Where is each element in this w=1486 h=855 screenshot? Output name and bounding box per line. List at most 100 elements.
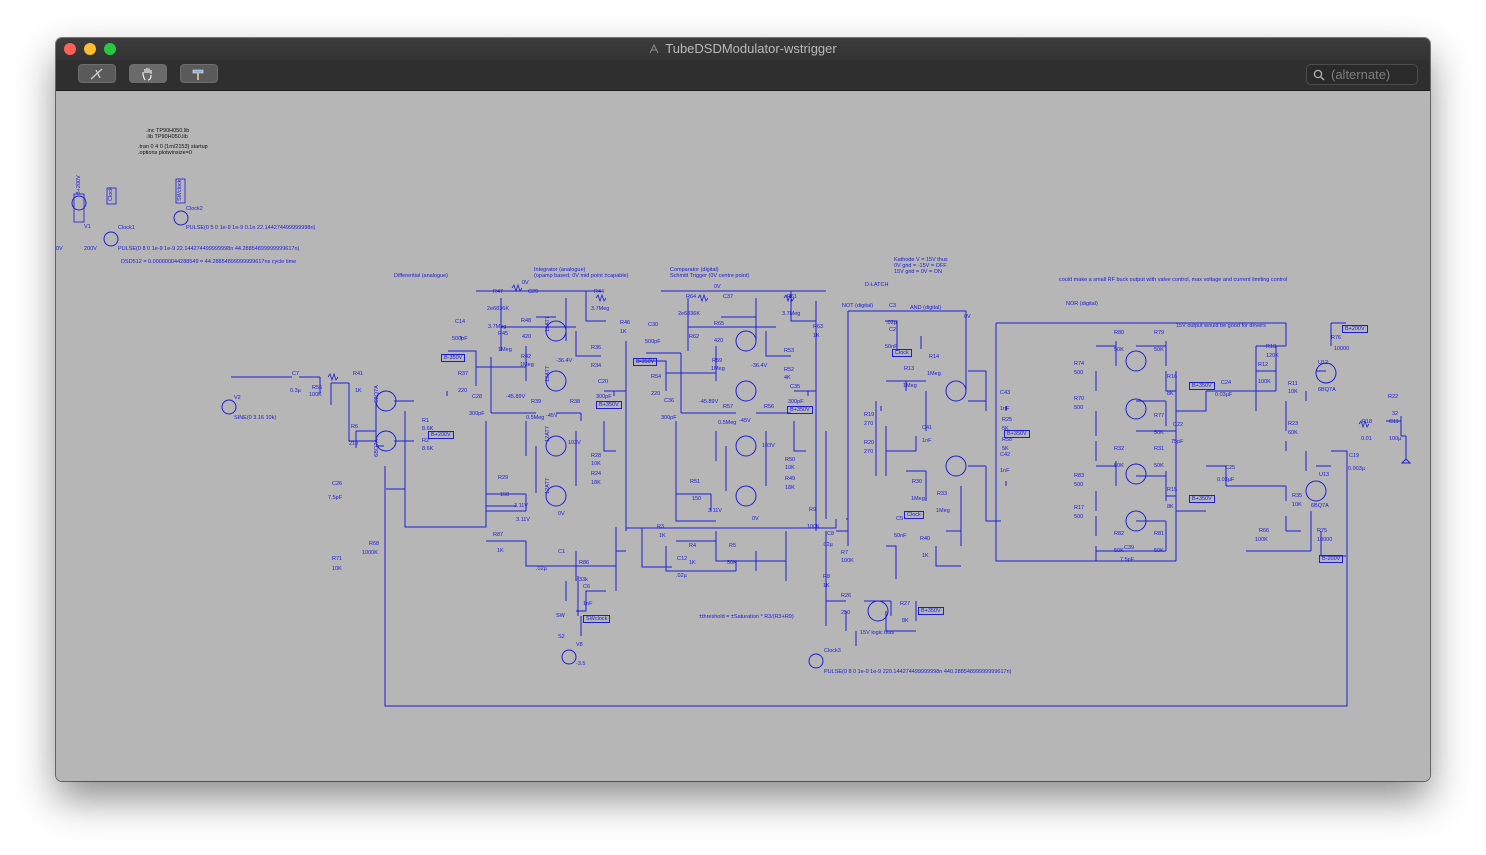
hammer-tool-button[interactable]	[180, 64, 218, 83]
r86-label: R86	[579, 560, 590, 566]
schematic-wires	[71, 178, 1412, 707]
draw-wire-button[interactable]	[78, 64, 116, 83]
swclock-flag-vertical: SWclock	[177, 179, 183, 201]
v1-value: 200V	[84, 246, 97, 252]
minimize-button[interactable]	[84, 43, 96, 55]
r51-value: 150	[692, 496, 702, 502]
c28-label: C28	[472, 394, 483, 400]
r59-label: R59	[712, 358, 723, 364]
r32-label: R32	[1114, 446, 1125, 452]
directive-options: .options plotwinsize=0	[138, 150, 192, 156]
r42-value: 1Meg	[520, 362, 534, 368]
clock1-pulse: PULSE(0 8 0 1e-9 1e-9 22.144274499999998…	[118, 246, 300, 252]
r41-label: R41	[353, 371, 364, 377]
clock2-pulse: PULSE(0 5 0 1e-9 1e-9 0.1n 22.1442744999…	[186, 225, 316, 231]
r19-value: 270	[864, 421, 874, 427]
c25-value: 0.03µF	[1217, 477, 1235, 483]
search-field[interactable]	[1306, 64, 1418, 85]
c8-value: .02µ	[822, 542, 833, 548]
flag-b350-nor2: B+350V	[1189, 495, 1215, 503]
u15-voltage: 103V	[762, 443, 775, 449]
u13-tube-type: 6BQ7A	[1311, 503, 1329, 509]
note-threshold: ±threshold = ±Saturation * R3/(R3+R9)	[699, 614, 794, 620]
c25-label: C25	[1225, 465, 1236, 471]
s2-label: S2	[558, 634, 565, 640]
r25-label: R25	[1002, 417, 1013, 423]
r86-value: 33k	[579, 577, 588, 583]
r29-label: R29	[498, 475, 509, 481]
r47-value: 2e6836K	[487, 306, 510, 312]
c6-value: 1nF	[583, 601, 593, 607]
r10-label: R10	[1266, 344, 1277, 350]
c42-label: C42	[1000, 452, 1011, 458]
schematic-canvas[interactable]: .inc TP90H050.lib .lib TP90H050.lib .tra…	[56, 91, 1430, 781]
r71-value: 10K	[332, 566, 342, 572]
r23-value: 60K	[1288, 430, 1298, 436]
r77-label: R77	[1154, 413, 1165, 419]
r2-value: 8.6K	[422, 446, 434, 452]
r71-label: R71	[332, 556, 343, 562]
r4-value: 1K	[689, 560, 696, 566]
note-differential: Differential (analogue)	[394, 273, 449, 279]
r3-value: 1K	[659, 533, 666, 539]
r15-value: 8K	[1167, 504, 1174, 510]
r44-value: 3.7Meg	[591, 306, 610, 312]
label-0v-integrator: 0V	[522, 280, 529, 286]
r33-value: 1Meg	[936, 508, 950, 514]
r26-label: R26	[841, 593, 852, 599]
c43-label: C43	[1000, 390, 1011, 396]
c7-value: 0.3µ	[290, 388, 301, 394]
search-input[interactable]	[1329, 66, 1417, 83]
r18-value: 0.01	[1361, 436, 1372, 442]
r62-label: R62	[689, 334, 700, 340]
r1-label: R1	[422, 418, 430, 424]
c7-label: C7	[292, 371, 300, 377]
r14-label: R14	[929, 354, 940, 360]
close-button[interactable]	[64, 43, 76, 55]
r7-value: 100K	[841, 558, 854, 564]
r38-label: R38	[570, 399, 581, 405]
note-comparator: Comparator (digital)	[670, 267, 719, 273]
v8-label: V8	[576, 642, 583, 648]
pan-hand-button[interactable]	[129, 64, 167, 83]
u11-tube-type: 12AT7	[544, 316, 551, 332]
directive-tran: .tran 0 4 0 {1m/2153} startup	[138, 144, 208, 150]
r35-label: R35	[1292, 493, 1303, 499]
label-0v-and: 0V	[964, 314, 971, 320]
c2-value: 50nF	[885, 344, 898, 350]
directive-lib: .lib TP90H050.lib	[146, 134, 188, 140]
v1-left-value: 0V	[56, 246, 63, 252]
r50-value: 10K	[785, 465, 795, 471]
r51-label: R51	[690, 479, 701, 485]
c5-label: C5	[896, 516, 904, 522]
c36-label: C36	[664, 398, 675, 404]
r19-label: R19	[864, 412, 875, 418]
r25-value: 5K	[1002, 426, 1009, 432]
r15-label: R15	[1167, 487, 1178, 493]
r81-value: 50K	[1154, 548, 1164, 554]
r56-label: R56	[764, 404, 775, 410]
r80-label: R80	[1114, 330, 1125, 336]
r3-label: R3	[657, 524, 665, 530]
flag-b350-nor1: B+350V	[1189, 382, 1215, 390]
v1-label: V1	[84, 224, 91, 230]
flag-b-350-comparator: B-350V	[633, 358, 658, 366]
r49-value: 18K	[785, 485, 795, 491]
v2-value: SINE(0 3.16 10k)	[234, 415, 277, 421]
r12-label: R12	[1258, 362, 1269, 368]
r39-label: R39	[531, 399, 542, 405]
r76-value: 10000	[1334, 346, 1350, 352]
note-drivers: 15V output would be good for drivers	[1176, 323, 1266, 329]
clock3-pulse: PULSE(0 8 0 1e-9 1e-9 220.14427449999999…	[824, 669, 1012, 675]
u10-tube-type: 12AT7	[544, 366, 551, 382]
r77-value: 50K	[1154, 430, 1164, 436]
r11-value: 10K	[1288, 389, 1298, 395]
label-0v-u9: 0V	[752, 516, 759, 522]
r13-label: R13	[904, 366, 915, 372]
u2-tube-type: 6BQ7A	[373, 385, 380, 403]
zoom-button[interactable]	[104, 43, 116, 55]
c19-label: C19	[1349, 453, 1360, 459]
hammer-icon	[192, 69, 204, 80]
r48-label: R48	[521, 318, 532, 324]
c30-label: C30	[648, 322, 659, 328]
